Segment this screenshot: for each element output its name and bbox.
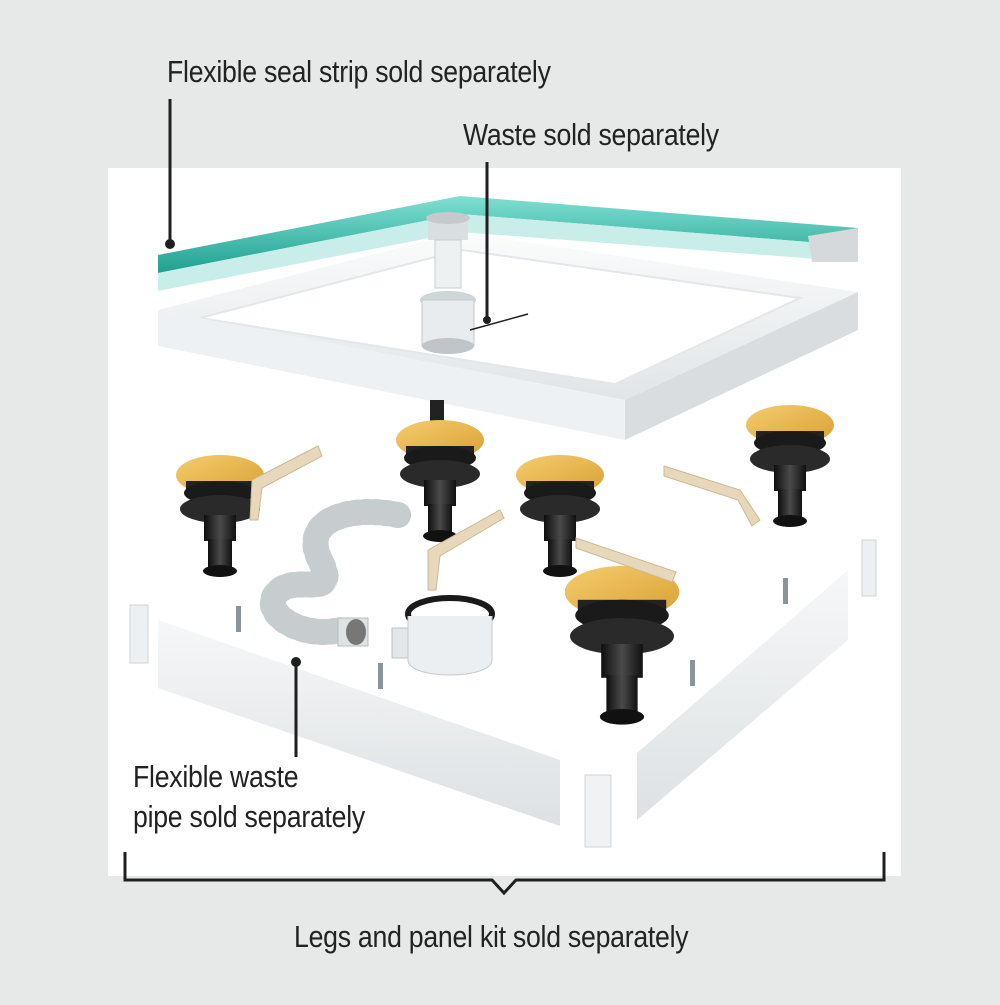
seal-strip-label: Flexible seal strip sold separately [167, 54, 551, 89]
end-panel [637, 562, 848, 820]
seal-callout-dot [165, 239, 175, 249]
pipe-callout-dot [291, 657, 301, 667]
panel-clip [236, 578, 788, 689]
waste-pipe-label: Flexible waste pipe sold separately [133, 757, 365, 837]
legs-bracket [123, 852, 886, 896]
waste-fitting [420, 212, 476, 430]
waste-pointer-line [469, 313, 529, 331]
callout-lines [123, 99, 886, 896]
panel-bracket-icon [249, 445, 761, 591]
waste-label: Waste sold separately [463, 117, 719, 152]
side-panel [158, 612, 560, 826]
panel-corner-post [129, 539, 877, 848]
waste-callout-dot [483, 316, 491, 324]
shower-tray [158, 232, 858, 440]
waste-trap-icon [391, 595, 495, 676]
waste-pipe-label-line1: Flexible waste [133, 759, 299, 794]
waste-pipe-label-line2: pipe sold separately [133, 799, 365, 834]
seal-strip [158, 196, 858, 291]
legs-panel-kit-label: Legs and panel kit sold separately [294, 919, 689, 954]
flexible-pipe-icon [259, 499, 411, 647]
